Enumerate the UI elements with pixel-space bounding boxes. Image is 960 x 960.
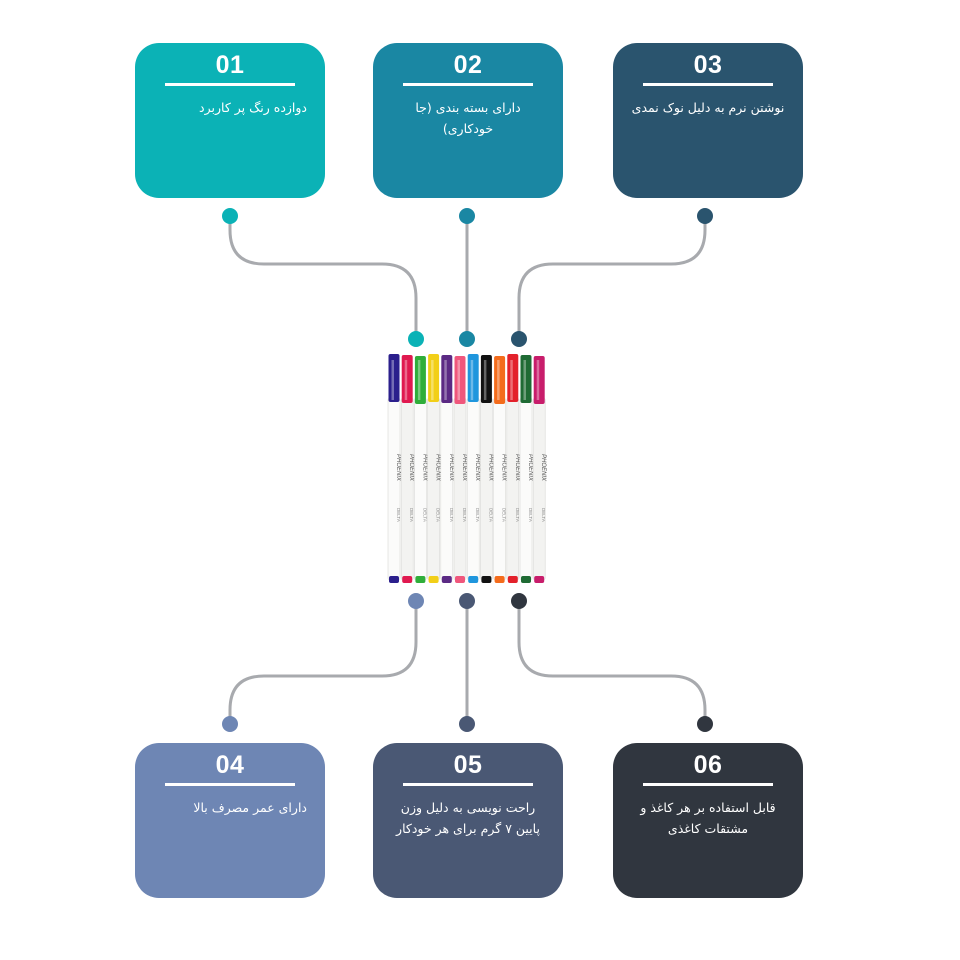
card-number: 04 <box>215 751 245 779</box>
pen-model-label: DELTA <box>488 508 493 522</box>
pen-brand-label: PHOENIX <box>395 454 401 482</box>
dot-mid-top-2 <box>459 331 475 347</box>
pen-brand-label: PHOENIX <box>540 454 546 482</box>
dot-bottom-2 <box>459 716 475 732</box>
pen-3: PHOENIX DELTA <box>414 356 427 583</box>
pen-brand-label: PHOENIX <box>527 454 533 482</box>
card-text: دارای بسته بندی (جا خودکاری) <box>415 100 521 136</box>
pen-brand-label: PHOENIX <box>487 454 493 482</box>
pen-model-label: DELTA <box>436 508 441 522</box>
card-divider <box>165 783 295 786</box>
pen-7: PHOENIX DELTA <box>466 354 480 583</box>
card-text: قابل استفاده بر هر کاغذ و مشتقات کاغذی <box>640 800 776 836</box>
card-text: نوشتن نرم به دلیل نوک نمدی <box>631 100 785 115</box>
dot-mid-top-1 <box>408 331 424 347</box>
pen-brand-label: PHOENIX <box>408 454 414 482</box>
dot-bottom-3 <box>697 716 713 732</box>
pen-6: PHOENIX DELTA <box>453 356 467 583</box>
card-divider <box>403 83 533 86</box>
pen-model-label: DELTA <box>541 508 546 522</box>
pen-model-label: DELTA <box>396 508 401 522</box>
dot-mid-bottom-3 <box>511 593 527 609</box>
pen-brand-label: PHOENIX <box>435 454 441 482</box>
pen-set-image: PHOENIXDELTAPHOENIXDELTAPHOENIXDELTAPHOE… <box>387 354 546 583</box>
pen-brand-label: PHOENIX <box>474 454 480 482</box>
connector-line-1 <box>228 214 418 340</box>
dot-bottom-1 <box>222 716 238 732</box>
card-text: راحت نویسی به دلیل وزن پایین ۷ گرم برای … <box>396 800 540 836</box>
connector-line-4 <box>228 598 418 726</box>
pen-10: PHOENIX DELTA <box>506 354 520 583</box>
card-divider <box>643 783 773 786</box>
card-text: دارای عمر مصرف بالا <box>193 800 307 815</box>
pen-8: PHOENIX DELTA <box>480 355 493 583</box>
pen-2: PHOENIX DELTA <box>400 355 414 583</box>
connector-line-6 <box>517 598 707 726</box>
pen-model-label: DELTA <box>502 508 507 522</box>
card-divider <box>403 783 533 786</box>
pen-brand-label: PHOENIX <box>514 454 520 482</box>
feature-card-05: 05 راحت نویسی به دلیل وزن پایین ۷ گرم بر… <box>373 743 563 898</box>
connector-line-3 <box>517 214 707 340</box>
pen-brand-label: PHOENIX <box>461 454 467 482</box>
card-number: 05 <box>453 751 483 779</box>
feature-card-02: 02 دارای بسته بندی (جا خودکاری) <box>373 43 563 198</box>
feature-card-04: 04 دارای عمر مصرف بالا <box>135 743 325 898</box>
feature-card-01: 01 دوازده رنگ پر کاربرد <box>135 43 325 198</box>
card-divider <box>643 83 773 86</box>
feature-card-06: 06 قابل استفاده بر هر کاغذ و مشتقات کاغذ… <box>613 743 803 898</box>
pen-model-label: DELTA <box>422 508 427 522</box>
pen-model-label: DELTA <box>449 508 454 522</box>
feature-card-03: 03 نوشتن نرم به دلیل نوک نمدی <box>613 43 803 198</box>
dot-mid-bottom-2 <box>459 593 475 609</box>
dot-top-2 <box>459 208 475 224</box>
dot-top-1 <box>222 208 238 224</box>
pen-12: PHOENIX DELTA <box>532 356 546 583</box>
card-number: 01 <box>215 51 245 79</box>
pen-9: PHOENIX DELTA <box>493 356 507 583</box>
pen-1: PHOENIX DELTA <box>387 354 401 583</box>
pen-model-label: DELTA <box>528 508 533 522</box>
card-number: 03 <box>693 51 723 79</box>
card-number: 06 <box>693 751 723 779</box>
pen-brand-label: PHOENIX <box>501 454 507 482</box>
pen-5: PHOENIX DELTA <box>440 355 454 583</box>
pen-model-label: DELTA <box>515 508 520 522</box>
card-text: دوازده رنگ پر کاربرد <box>199 100 307 115</box>
dot-mid-bottom-1 <box>408 593 424 609</box>
pen-11: PHOENIX DELTA <box>519 355 533 583</box>
pen-4: PHOENIX DELTA <box>427 354 441 583</box>
pen-brand-label: PHOENIX <box>421 454 427 482</box>
pen-model-label: DELTA <box>462 508 467 522</box>
dot-top-3 <box>697 208 713 224</box>
pen-model-label: DELTA <box>409 508 414 522</box>
dot-mid-top-3 <box>511 331 527 347</box>
card-number: 02 <box>453 51 483 79</box>
card-divider <box>165 83 295 86</box>
pen-model-label: DELTA <box>475 508 480 522</box>
pen-brand-label: PHOENIX <box>448 454 454 482</box>
